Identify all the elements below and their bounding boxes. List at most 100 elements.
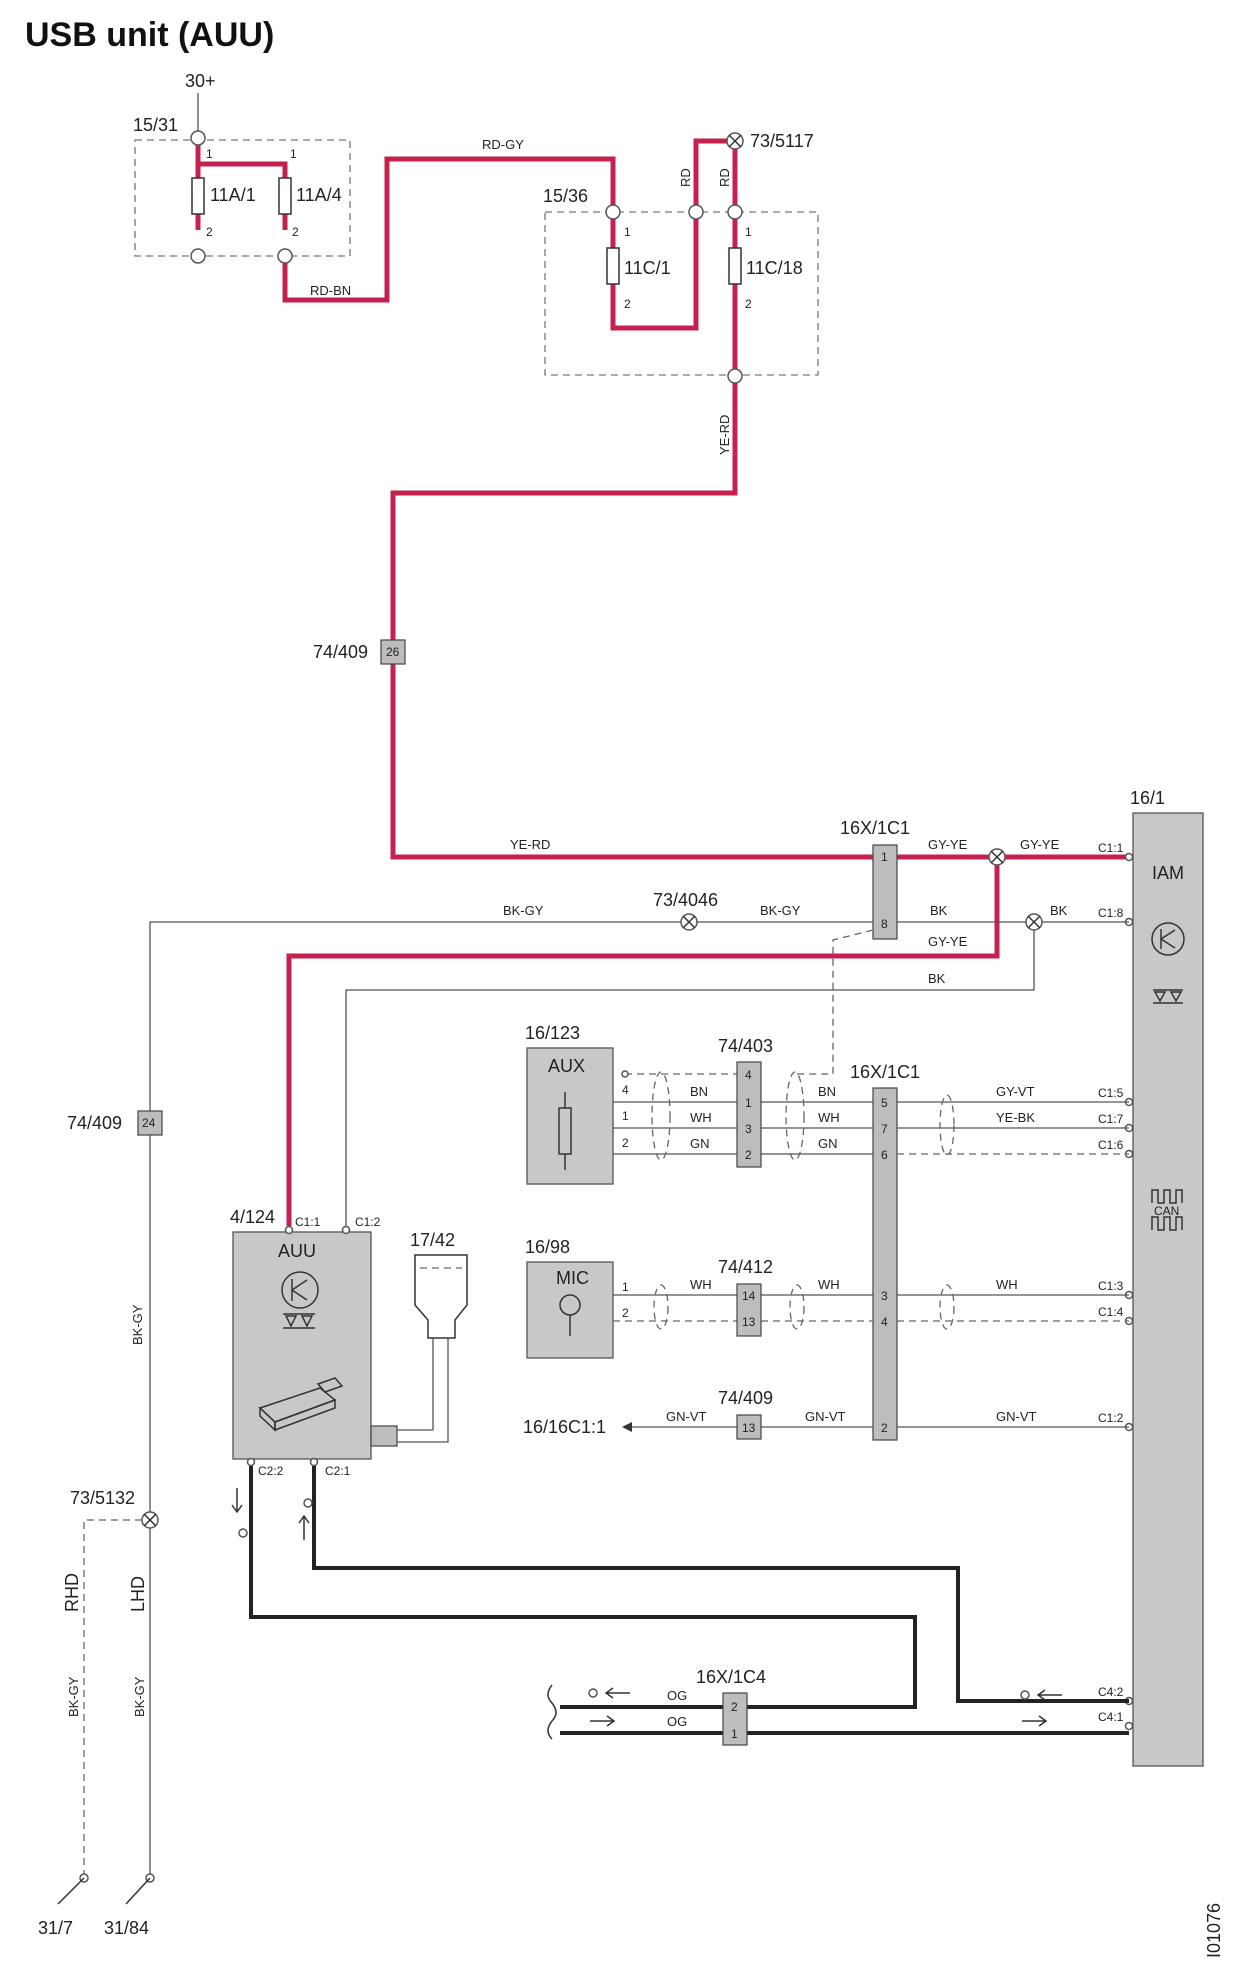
shield-ellipse bbox=[785, 1071, 805, 1161]
pin-label: 4 bbox=[745, 1068, 752, 1082]
wire-label: WH bbox=[818, 1277, 840, 1292]
variant-label: RHD bbox=[62, 1573, 82, 1612]
pin-label: C4:2 bbox=[1098, 1685, 1124, 1699]
wire-label: RD-GY bbox=[482, 137, 524, 152]
wire-label: OG bbox=[667, 1688, 687, 1703]
node-circle bbox=[190, 130, 206, 146]
pin-label: C2:2 bbox=[258, 1464, 284, 1478]
shield-ellipse bbox=[651, 1071, 671, 1161]
connector-16x1c4 bbox=[722, 1692, 748, 1746]
pin-label: 1 bbox=[622, 1109, 629, 1123]
wire-label: GN-VT bbox=[996, 1409, 1037, 1424]
pin-label: 13 bbox=[742, 1421, 756, 1435]
shield-line bbox=[797, 929, 874, 1075]
fuse-11c1 bbox=[606, 247, 620, 285]
pin-label: 1 bbox=[881, 850, 888, 864]
wire-label: YE-BK bbox=[996, 1110, 1035, 1125]
connector-label: 74/409 bbox=[67, 1113, 122, 1133]
pin-label: C1:4 bbox=[1098, 1305, 1124, 1319]
ground-switch bbox=[57, 1877, 151, 1905]
pin-label: 6 bbox=[881, 1148, 888, 1162]
node-circle bbox=[727, 204, 743, 220]
wire-bk-gy bbox=[149, 921, 873, 1520]
wire-label: BN bbox=[818, 1084, 836, 1099]
fuse-11a4 bbox=[278, 177, 292, 215]
arrow-left-icon bbox=[622, 1422, 632, 1432]
pin-label: 24 bbox=[142, 1116, 156, 1130]
wire-label: BK-GY bbox=[130, 1304, 145, 1345]
pin-label: 4 bbox=[881, 1315, 888, 1329]
fuse-11a1 bbox=[191, 177, 205, 215]
transistor-icon bbox=[281, 1271, 319, 1309]
module-name: IAM bbox=[1152, 863, 1184, 883]
can-bus-icon: CAN bbox=[1151, 1189, 1183, 1231]
node-circle bbox=[727, 368, 743, 384]
wire-label: BK-GY bbox=[132, 1676, 147, 1717]
pin-label: 26 bbox=[386, 645, 400, 659]
pin-label: 1 bbox=[206, 147, 213, 161]
image-code: I01076 bbox=[1204, 1903, 1224, 1958]
wire-label: RD-BN bbox=[310, 283, 351, 298]
module-auu: 4/124 AUU C1:1 C1:2 C2:2 C2:1 bbox=[230, 1207, 381, 1478]
wire-label: OG bbox=[667, 1714, 687, 1729]
fuse-box-label: 15/36 bbox=[543, 186, 588, 206]
module-id: 16/1 bbox=[1130, 788, 1165, 808]
pin-label: 7 bbox=[881, 1122, 888, 1136]
arrow-up-icon bbox=[298, 1514, 310, 1540]
wire-label: BK-GY bbox=[66, 1676, 81, 1717]
wire-label: GY-VT bbox=[996, 1084, 1035, 1099]
pin-label: 1 bbox=[624, 225, 631, 239]
connector-pin bbox=[380, 639, 406, 665]
connector-74-412 bbox=[736, 1283, 762, 1337]
pin-label: 2 bbox=[881, 1421, 888, 1435]
arrow-left-icon bbox=[1036, 1689, 1062, 1701]
pin-label: 2 bbox=[622, 1136, 629, 1150]
fuse-label: 11C/18 bbox=[746, 258, 803, 278]
transistor-icon bbox=[1151, 922, 1185, 956]
module-name: AUU bbox=[278, 1241, 316, 1261]
diode-icon bbox=[1153, 989, 1183, 1004]
ground-terminal-label: 31/84 bbox=[104, 1918, 149, 1938]
pin-label: 3 bbox=[881, 1289, 888, 1303]
variant-label: LHD bbox=[128, 1576, 148, 1612]
component-id: 16/98 bbox=[525, 1237, 570, 1257]
pin-label: 3 bbox=[745, 1122, 752, 1136]
wire-label: GN bbox=[690, 1136, 710, 1151]
component-name: MIC bbox=[556, 1268, 589, 1288]
connector-pin bbox=[736, 1414, 762, 1440]
pin-label: C2:1 bbox=[325, 1464, 351, 1478]
pin-label: 5 bbox=[881, 1096, 888, 1110]
wire-bk bbox=[345, 930, 1035, 1226]
component-name: AUX bbox=[548, 1056, 585, 1076]
fuse-label: 11A/1 bbox=[210, 185, 256, 205]
node-circle bbox=[688, 204, 704, 220]
connector-16x1c1-top bbox=[872, 844, 898, 940]
ground-label: 73/5132 bbox=[70, 1488, 135, 1508]
wire-og bbox=[249, 1466, 917, 1709]
arrow-right-icon bbox=[1022, 1715, 1048, 1727]
usb-stick-icon bbox=[258, 1377, 344, 1432]
module-iam: 16/1 IAM CAN C1:1 C1:8 C1:5 C1:7 C1:6 C1… bbox=[1098, 788, 1204, 1767]
shield-ellipse bbox=[939, 1284, 955, 1330]
pin-label: 2 bbox=[292, 225, 299, 239]
node-circle bbox=[190, 248, 206, 264]
diode-icon bbox=[283, 1313, 315, 1329]
wire-label: GN bbox=[818, 1136, 838, 1151]
connector-pin bbox=[137, 1110, 163, 1136]
fuse-label: 11A/4 bbox=[296, 185, 342, 205]
arrow-right-icon bbox=[590, 1715, 616, 1727]
pin-label: 2 bbox=[206, 225, 213, 239]
pin-label: 1 bbox=[290, 147, 297, 161]
pin-label: 14 bbox=[742, 1289, 756, 1303]
fuse-box-15-31: 15/31 30+ 11A/1 11A/4 1 1 2 2 bbox=[133, 71, 351, 264]
destination-label: 16/16C1:1 bbox=[523, 1417, 606, 1437]
pin-label: C1:7 bbox=[1098, 1112, 1124, 1126]
module-id: 4/124 bbox=[230, 1207, 275, 1227]
wire-label: BK-GY bbox=[503, 903, 544, 918]
component-usb-17-42: 17/42 bbox=[370, 1230, 468, 1447]
connector-label: 16X/1C1 bbox=[840, 818, 910, 838]
ground-terminal-label: 31/7 bbox=[38, 1918, 73, 1938]
node-circle bbox=[605, 204, 621, 220]
node-circle bbox=[277, 248, 293, 264]
